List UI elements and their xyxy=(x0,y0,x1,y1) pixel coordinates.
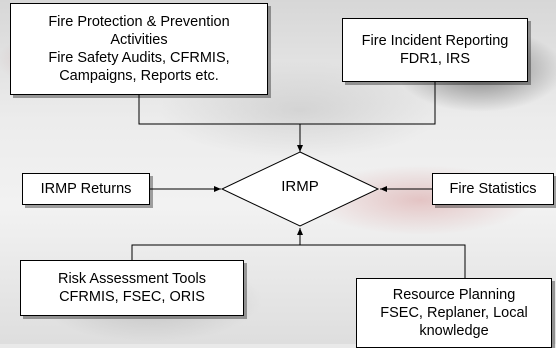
irmp-returns-label: IRMP Returns xyxy=(40,181,132,197)
connector-fire-protection xyxy=(138,95,303,152)
connector-resource-planning xyxy=(300,244,466,278)
fire-statistics-box: Fire Statistics xyxy=(432,173,554,205)
fire-protection-line-1: Fire Protection & Prevention xyxy=(48,14,230,30)
resource-planning-line-2: FSEC, Replaner, Local xyxy=(380,305,528,321)
fire-protection-line-2: Activities xyxy=(110,32,168,48)
risk-tools-line-2: CFRMIS, FSEC, ORIS xyxy=(59,289,205,305)
fire-incident-line-1: Fire Incident Reporting xyxy=(361,33,509,49)
fire-protection-line-3: Fire Safety Audits, CFRMIS, xyxy=(48,50,230,66)
resource-planning-box: Resource Planning FSEC, Replaner, Local … xyxy=(356,278,552,348)
fire-protection-box: Fire Protection & Prevention Activities … xyxy=(10,3,268,95)
fire-statistics-label: Fire Statistics xyxy=(449,181,537,197)
risk-tools-line-1: Risk Assessment Tools xyxy=(57,271,206,287)
fire-incident-line-2: FDR1, IRS xyxy=(399,51,471,67)
irmp-label: IRMP xyxy=(281,178,319,195)
irmp-returns-box: IRMP Returns xyxy=(22,173,150,205)
resource-planning-line-1: Resource Planning xyxy=(392,287,516,303)
fire-protection-line-4: Campaigns, Reports etc. xyxy=(59,68,219,84)
connector-risk-tools xyxy=(131,228,303,260)
irmp-diamond xyxy=(220,151,380,227)
resource-planning-line-3: knowledge xyxy=(419,323,489,339)
fire-incident-box: Fire Incident Reporting FDR1, IRS xyxy=(342,18,528,82)
connector-fire-incident xyxy=(300,82,436,125)
risk-tools-box: Risk Assessment Tools CFRMIS, FSEC, ORIS xyxy=(20,260,244,316)
